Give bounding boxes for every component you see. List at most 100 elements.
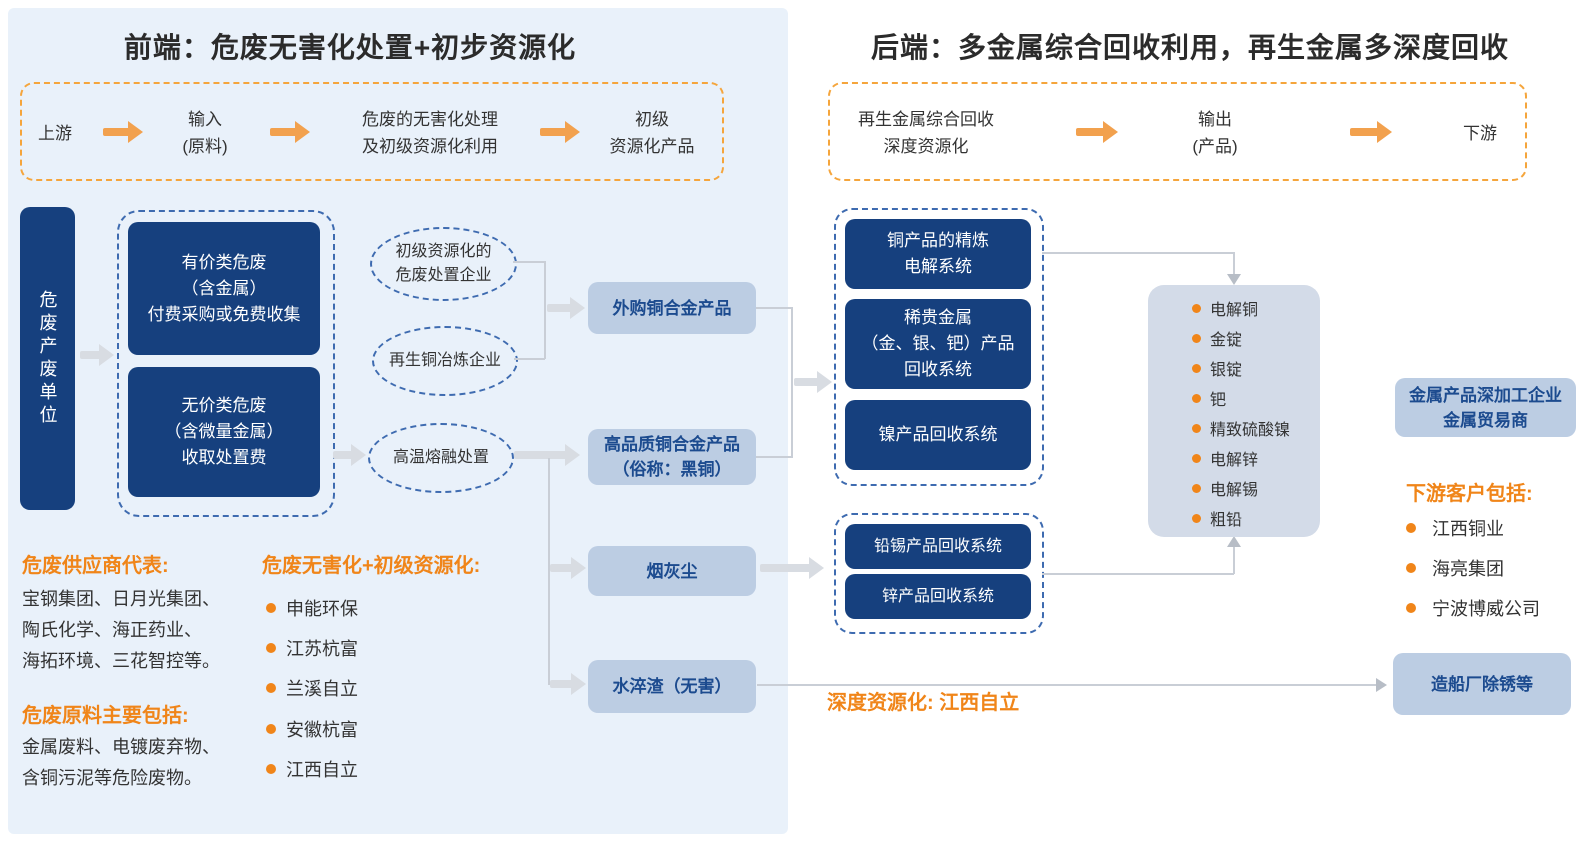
output-label: 电解锡 <box>1210 482 1259 499</box>
copper-refining-system-box: 铜产品的精炼 电解系统 <box>845 219 1031 289</box>
bullet-icon <box>266 683 276 693</box>
high-temp-melting-ellipse: 高温熔融处置 <box>368 423 514 493</box>
bullet-icon <box>1192 363 1201 373</box>
list-item: 粗铅 <box>1148 503 1320 533</box>
flow-step-downstream: 下游 <box>1463 124 1497 143</box>
back-flow-container <box>828 82 1527 181</box>
connector-line <box>756 307 792 309</box>
list-item: 银锭 <box>1148 353 1320 383</box>
shipyard-box: 造船厂除锈等 <box>1393 653 1571 715</box>
waste-types-container <box>117 210 335 517</box>
waste-generator-label: 危废产废单位 <box>37 289 58 428</box>
customer-label: 江西铜业 <box>1432 519 1504 539</box>
front-flow-container <box>20 82 724 181</box>
connector-line <box>1042 573 1234 575</box>
gray-arrow-icon <box>514 444 580 466</box>
bullet-icon <box>266 724 276 734</box>
flow-arrow-icon <box>1350 121 1392 143</box>
list-item: 电解铜 <box>1148 293 1320 323</box>
lead-tin-system-box: 铅锡产品回收系统 <box>845 524 1031 569</box>
bullet-icon <box>1192 453 1201 463</box>
connector-line <box>756 456 792 458</box>
water-quenched-slag-box: 水淬渣（无害） <box>588 660 756 713</box>
bullet-icon <box>266 603 276 613</box>
recycler-label: 安徽杭富 <box>286 720 358 740</box>
output-label: 粗铅 <box>1210 512 1243 529</box>
connector-line <box>513 261 545 263</box>
flue-dust-box: 烟灰尘 <box>588 546 756 596</box>
flow-step-input: 输入 (原料) <box>182 110 228 156</box>
customers-heading: 下游客户包括: <box>1406 483 1533 505</box>
flow-step-upstream: 上游 <box>38 124 72 143</box>
customer-label: 海亮集团 <box>1432 559 1504 579</box>
bullet-icon <box>1406 563 1416 573</box>
connector-line <box>544 261 546 359</box>
output-label: 钯 <box>1210 392 1227 409</box>
front-title: 前端：危废无害化处置+初步资源化 <box>123 32 577 63</box>
connector-line <box>757 684 1377 686</box>
bullet-icon <box>1192 303 1201 313</box>
gray-arrow-icon <box>760 557 824 579</box>
nickel-system-box: 镍产品回收系统 <box>845 400 1031 470</box>
bullet-icon <box>1192 513 1201 523</box>
suppliers-text: 宝钢集团、日月光集团、 陶氏化学、海正药业、 海拓环境、三花智控等。 <box>22 589 220 671</box>
gray-arrow-icon <box>333 444 366 466</box>
list-item: 电解锡 <box>1148 473 1320 503</box>
output-label: 金锭 <box>1210 332 1243 349</box>
arrowhead-up-icon <box>1227 536 1241 547</box>
back-title: 后端：多金属综合回收利用，再生金属多深度回收 <box>870 32 1509 63</box>
materials-heading: 危废原料主要包括: <box>22 705 189 727</box>
list-item: 江西自立 <box>266 757 358 781</box>
list-item: 申能环保 <box>266 596 358 620</box>
list-item: 金锭 <box>1148 323 1320 353</box>
list-item: 钯 <box>1148 383 1320 413</box>
customer-label: 宁波博威公司 <box>1432 599 1540 619</box>
connector-line <box>1233 546 1235 574</box>
arrowhead-right-icon <box>1376 678 1387 692</box>
bullet-icon <box>266 643 276 653</box>
list-item: 安徽杭富 <box>266 717 358 741</box>
bullet-icon <box>1192 423 1201 433</box>
bullet-icon <box>1406 603 1416 613</box>
bullet-icon <box>1192 333 1201 343</box>
arrowhead-down-icon <box>1227 274 1241 285</box>
connector-line <box>1042 252 1234 254</box>
gray-arrow-icon <box>550 557 586 579</box>
output-label: 精致硫酸镍 <box>1210 422 1291 439</box>
list-item: 江西铜业 <box>1406 516 1504 540</box>
flow-step-primary-products: 初级 资源化产品 <box>609 110 695 156</box>
output-label: 银锭 <box>1210 362 1243 379</box>
bullet-icon <box>1192 483 1201 493</box>
flow-arrow-icon <box>540 121 580 143</box>
recycled-copper-smelter-ellipse: 再生铜冶炼企业 <box>372 326 518 396</box>
gray-arrow-icon <box>547 297 585 319</box>
list-item: 精致硫酸镍 <box>1148 413 1320 443</box>
gray-arrow-icon <box>794 371 832 393</box>
flow-step-treatment: 危废的无害化处理 及初级资源化利用 <box>362 110 498 156</box>
outputs-panel: 电解铜 金锭 银锭 钯 精致硫酸镍 电解锌 电解锡 粗铅 <box>1148 285 1320 537</box>
connector-line <box>548 458 550 685</box>
output-label: 电解铜 <box>1210 302 1259 319</box>
flow-step-deep-recycle: 再生金属综合回收 深度资源化 <box>858 110 994 156</box>
recycler-label: 江苏杭富 <box>286 639 358 659</box>
flow-arrow-icon <box>103 121 143 143</box>
connector-line <box>791 307 793 458</box>
gray-arrow-icon <box>550 673 586 695</box>
connector-line <box>514 358 545 360</box>
bullet-icon <box>1406 523 1416 533</box>
suppliers-heading: 危废供应商代表: <box>22 555 169 577</box>
list-item: 江苏杭富 <box>266 636 358 660</box>
waste-generator-box: 危废产废单位 <box>20 207 75 510</box>
list-item: 宁波博威公司 <box>1406 596 1540 620</box>
deep-recycle-note: 深度资源化: 江西自立 <box>827 692 1020 714</box>
purchased-copper-alloy-box: 外购铜合金产品 <box>588 282 756 334</box>
recycler-label: 申能环保 <box>286 599 358 619</box>
list-item: 海亮集团 <box>1406 556 1504 580</box>
flow-arrow-icon <box>1076 121 1118 143</box>
recycler-label: 江西自立 <box>286 760 358 780</box>
precious-metal-system-box: 稀贵金属 （金、银、钯）产品 回收系统 <box>845 299 1031 389</box>
metal-processors-box: 金属产品深加工企业 金属贸易商 <box>1395 378 1576 437</box>
output-label: 电解锌 <box>1210 452 1259 469</box>
zinc-system-box: 锌产品回收系统 <box>845 574 1031 619</box>
